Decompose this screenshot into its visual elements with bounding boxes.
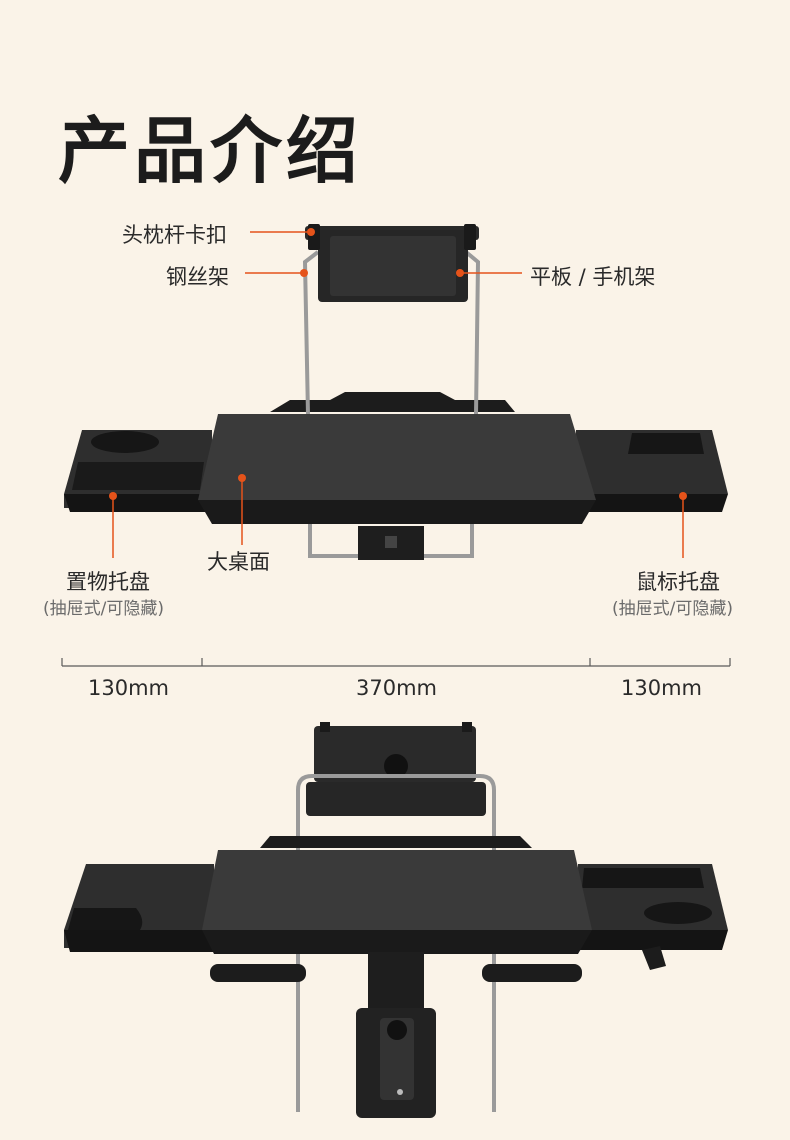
label-tablet-phone-holder: 平板 / 手机架 <box>530 265 656 289</box>
dimension-line <box>61 658 731 667</box>
label-mouse-tray-note: (抽屉式/可隐藏) <box>612 599 733 619</box>
label-mouse-tray: 鼠标托盘 <box>636 570 720 594</box>
dimension-left: 130mm <box>88 676 169 700</box>
label-headrest-clip: 头枕杆卡扣 <box>122 223 227 247</box>
label-main-desk: 大桌面 <box>207 550 270 574</box>
product-front-view <box>64 224 728 560</box>
product-rear-view <box>64 722 728 1118</box>
dimension-right: 130mm <box>621 676 702 700</box>
page-title: 产品介绍 <box>58 109 363 193</box>
label-storage-tray: 置物托盘 <box>66 570 150 594</box>
callout-lines <box>112 231 684 558</box>
dimension-center: 370mm <box>356 676 437 700</box>
callout-dots <box>109 228 687 500</box>
label-storage-tray-note: (抽屉式/可隐藏) <box>43 599 164 619</box>
label-steel-wire-frame: 钢丝架 <box>166 265 229 289</box>
